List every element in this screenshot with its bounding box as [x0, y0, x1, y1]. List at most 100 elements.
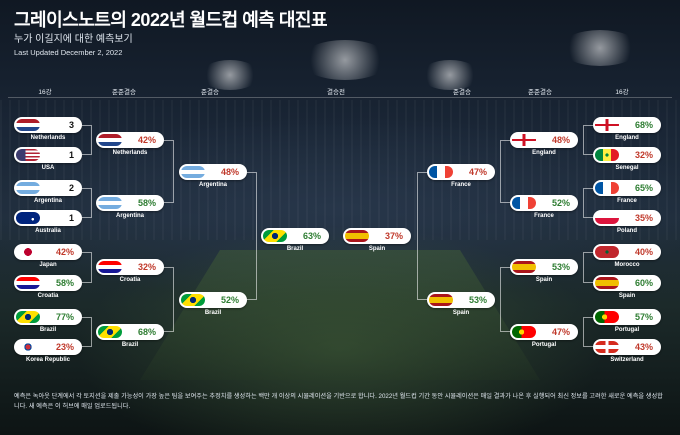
australia-flag-icon [16, 212, 40, 224]
team-slot-croatia[interactable]: 58% [14, 275, 82, 291]
team-name: Morocco [614, 262, 640, 268]
page-title: 그레이스노트의 2022년 월드컵 예측 대진표 [14, 10, 328, 30]
france-flag-icon [595, 182, 619, 194]
team-name: Spain [452, 310, 470, 316]
france-flag-icon [429, 166, 453, 178]
team-value: 58% [137, 198, 156, 208]
senegal-flag-icon [595, 149, 619, 161]
england-flag-icon [595, 119, 619, 131]
team-name: Argentina [198, 182, 227, 188]
bracket-connector [82, 252, 92, 283]
argentina-flag-icon [181, 166, 205, 178]
team-value: 35% [634, 213, 653, 223]
team-slot-croatia[interactable]: 32% [96, 259, 164, 275]
team-slot-brazil[interactable]: 63% [261, 228, 329, 244]
spain-flag-icon [512, 261, 536, 273]
team-value: 3 [68, 120, 74, 130]
team-slot-france[interactable]: 47% [427, 164, 495, 180]
spain-flag-icon [595, 277, 619, 289]
team-name: France [534, 213, 554, 219]
spain-flag-icon [429, 294, 453, 306]
morocco-flag-icon [595, 246, 619, 258]
team-slot-spain[interactable]: 37% [343, 228, 411, 244]
portugal-flag-icon [512, 326, 536, 338]
brazil-flag-icon [181, 294, 205, 306]
team-name: Brazil [121, 342, 139, 348]
team-value: 23% [55, 342, 74, 352]
team-slot-brazil[interactable]: 77% [14, 309, 82, 325]
team-slot-spain[interactable]: 53% [427, 292, 495, 308]
team-slot-argentina[interactable]: 48% [179, 164, 247, 180]
team-slot-poland[interactable]: 35% [593, 210, 661, 226]
stadium-stands [0, 100, 680, 240]
team-name: Switzerland [610, 357, 644, 363]
team-name: USA [41, 165, 55, 171]
team-slot-spain[interactable]: 60% [593, 275, 661, 291]
team-name: Netherlands [30, 135, 66, 141]
team-slot-england[interactable]: 48% [510, 132, 578, 148]
team-name: Argentina [115, 213, 144, 219]
team-name: Croatia [37, 293, 59, 299]
bracket-connector [164, 267, 174, 332]
team-name: England [532, 150, 556, 156]
team-name: Spain [368, 246, 386, 252]
team-value: 58% [55, 278, 74, 288]
japan-flag-icon [16, 246, 40, 258]
floodlight [420, 60, 480, 90]
team-slot-switzerland[interactable]: 43% [593, 339, 661, 355]
team-slot-argentina[interactable]: 2 [14, 180, 82, 196]
team-value: 53% [551, 262, 570, 272]
team-value: 47% [468, 167, 487, 177]
croatia-flag-icon [98, 261, 122, 273]
team-value: 2 [68, 183, 74, 193]
poland-flag-icon [595, 212, 619, 224]
last-updated: Last Updated December 2, 2022 [14, 48, 123, 57]
team-slot-netherlands[interactable]: 42% [96, 132, 164, 148]
brazil-flag-icon [263, 230, 287, 242]
round-label-sf-right: 준결승 [453, 89, 471, 96]
team-slot-france[interactable]: 52% [510, 195, 578, 211]
team-name: Netherlands [112, 150, 148, 156]
bracket-connector [164, 140, 174, 203]
team-value: 47% [551, 327, 570, 337]
team-name: Brazil [39, 327, 57, 333]
team-name: Portugal [614, 327, 640, 333]
team-value: 1 [68, 150, 74, 160]
team-value: 65% [634, 183, 653, 193]
team-value: 57% [634, 312, 653, 322]
team-slot-korea[interactable]: 23% [14, 339, 82, 355]
team-name: Argentina [33, 198, 62, 204]
france-flag-icon [512, 197, 536, 209]
bracket-connector [417, 172, 427, 300]
argentina-flag-icon [16, 182, 40, 194]
team-slot-japan[interactable]: 42% [14, 244, 82, 260]
bracket-connector [247, 172, 257, 300]
team-slot-senegal[interactable]: 32% [593, 147, 661, 163]
bracket-connector [583, 317, 593, 347]
team-slot-morocco[interactable]: 40% [593, 244, 661, 260]
team-slot-france[interactable]: 65% [593, 180, 661, 196]
team-value: 40% [634, 247, 653, 257]
team-value: 48% [551, 135, 570, 145]
croatia-flag-icon [16, 277, 40, 289]
team-name: Japan [39, 262, 57, 268]
team-slot-netherlands[interactable]: 3 [14, 117, 82, 133]
team-slot-spain[interactable]: 53% [510, 259, 578, 275]
team-name: Australia [35, 228, 61, 234]
bracket-connector [82, 317, 92, 347]
team-slot-portugal[interactable]: 57% [593, 309, 661, 325]
team-slot-usa[interactable]: 1 [14, 147, 82, 163]
team-slot-brazil[interactable]: 68% [96, 324, 164, 340]
team-slot-argentina[interactable]: 58% [96, 195, 164, 211]
team-slot-portugal[interactable]: 47% [510, 324, 578, 340]
team-name: Croatia [119, 277, 141, 283]
team-slot-australia[interactable]: 1 [14, 210, 82, 226]
bracket-connector [583, 252, 593, 283]
team-slot-england[interactable]: 68% [593, 117, 661, 133]
team-name: Korea Republic [25, 357, 70, 363]
team-slot-brazil[interactable]: 52% [179, 292, 247, 308]
round-label-qf-left: 준준결승 [112, 89, 136, 96]
england-flag-icon [512, 134, 536, 146]
team-name: France [451, 182, 471, 188]
round-label-final: 결승전 [327, 89, 345, 96]
